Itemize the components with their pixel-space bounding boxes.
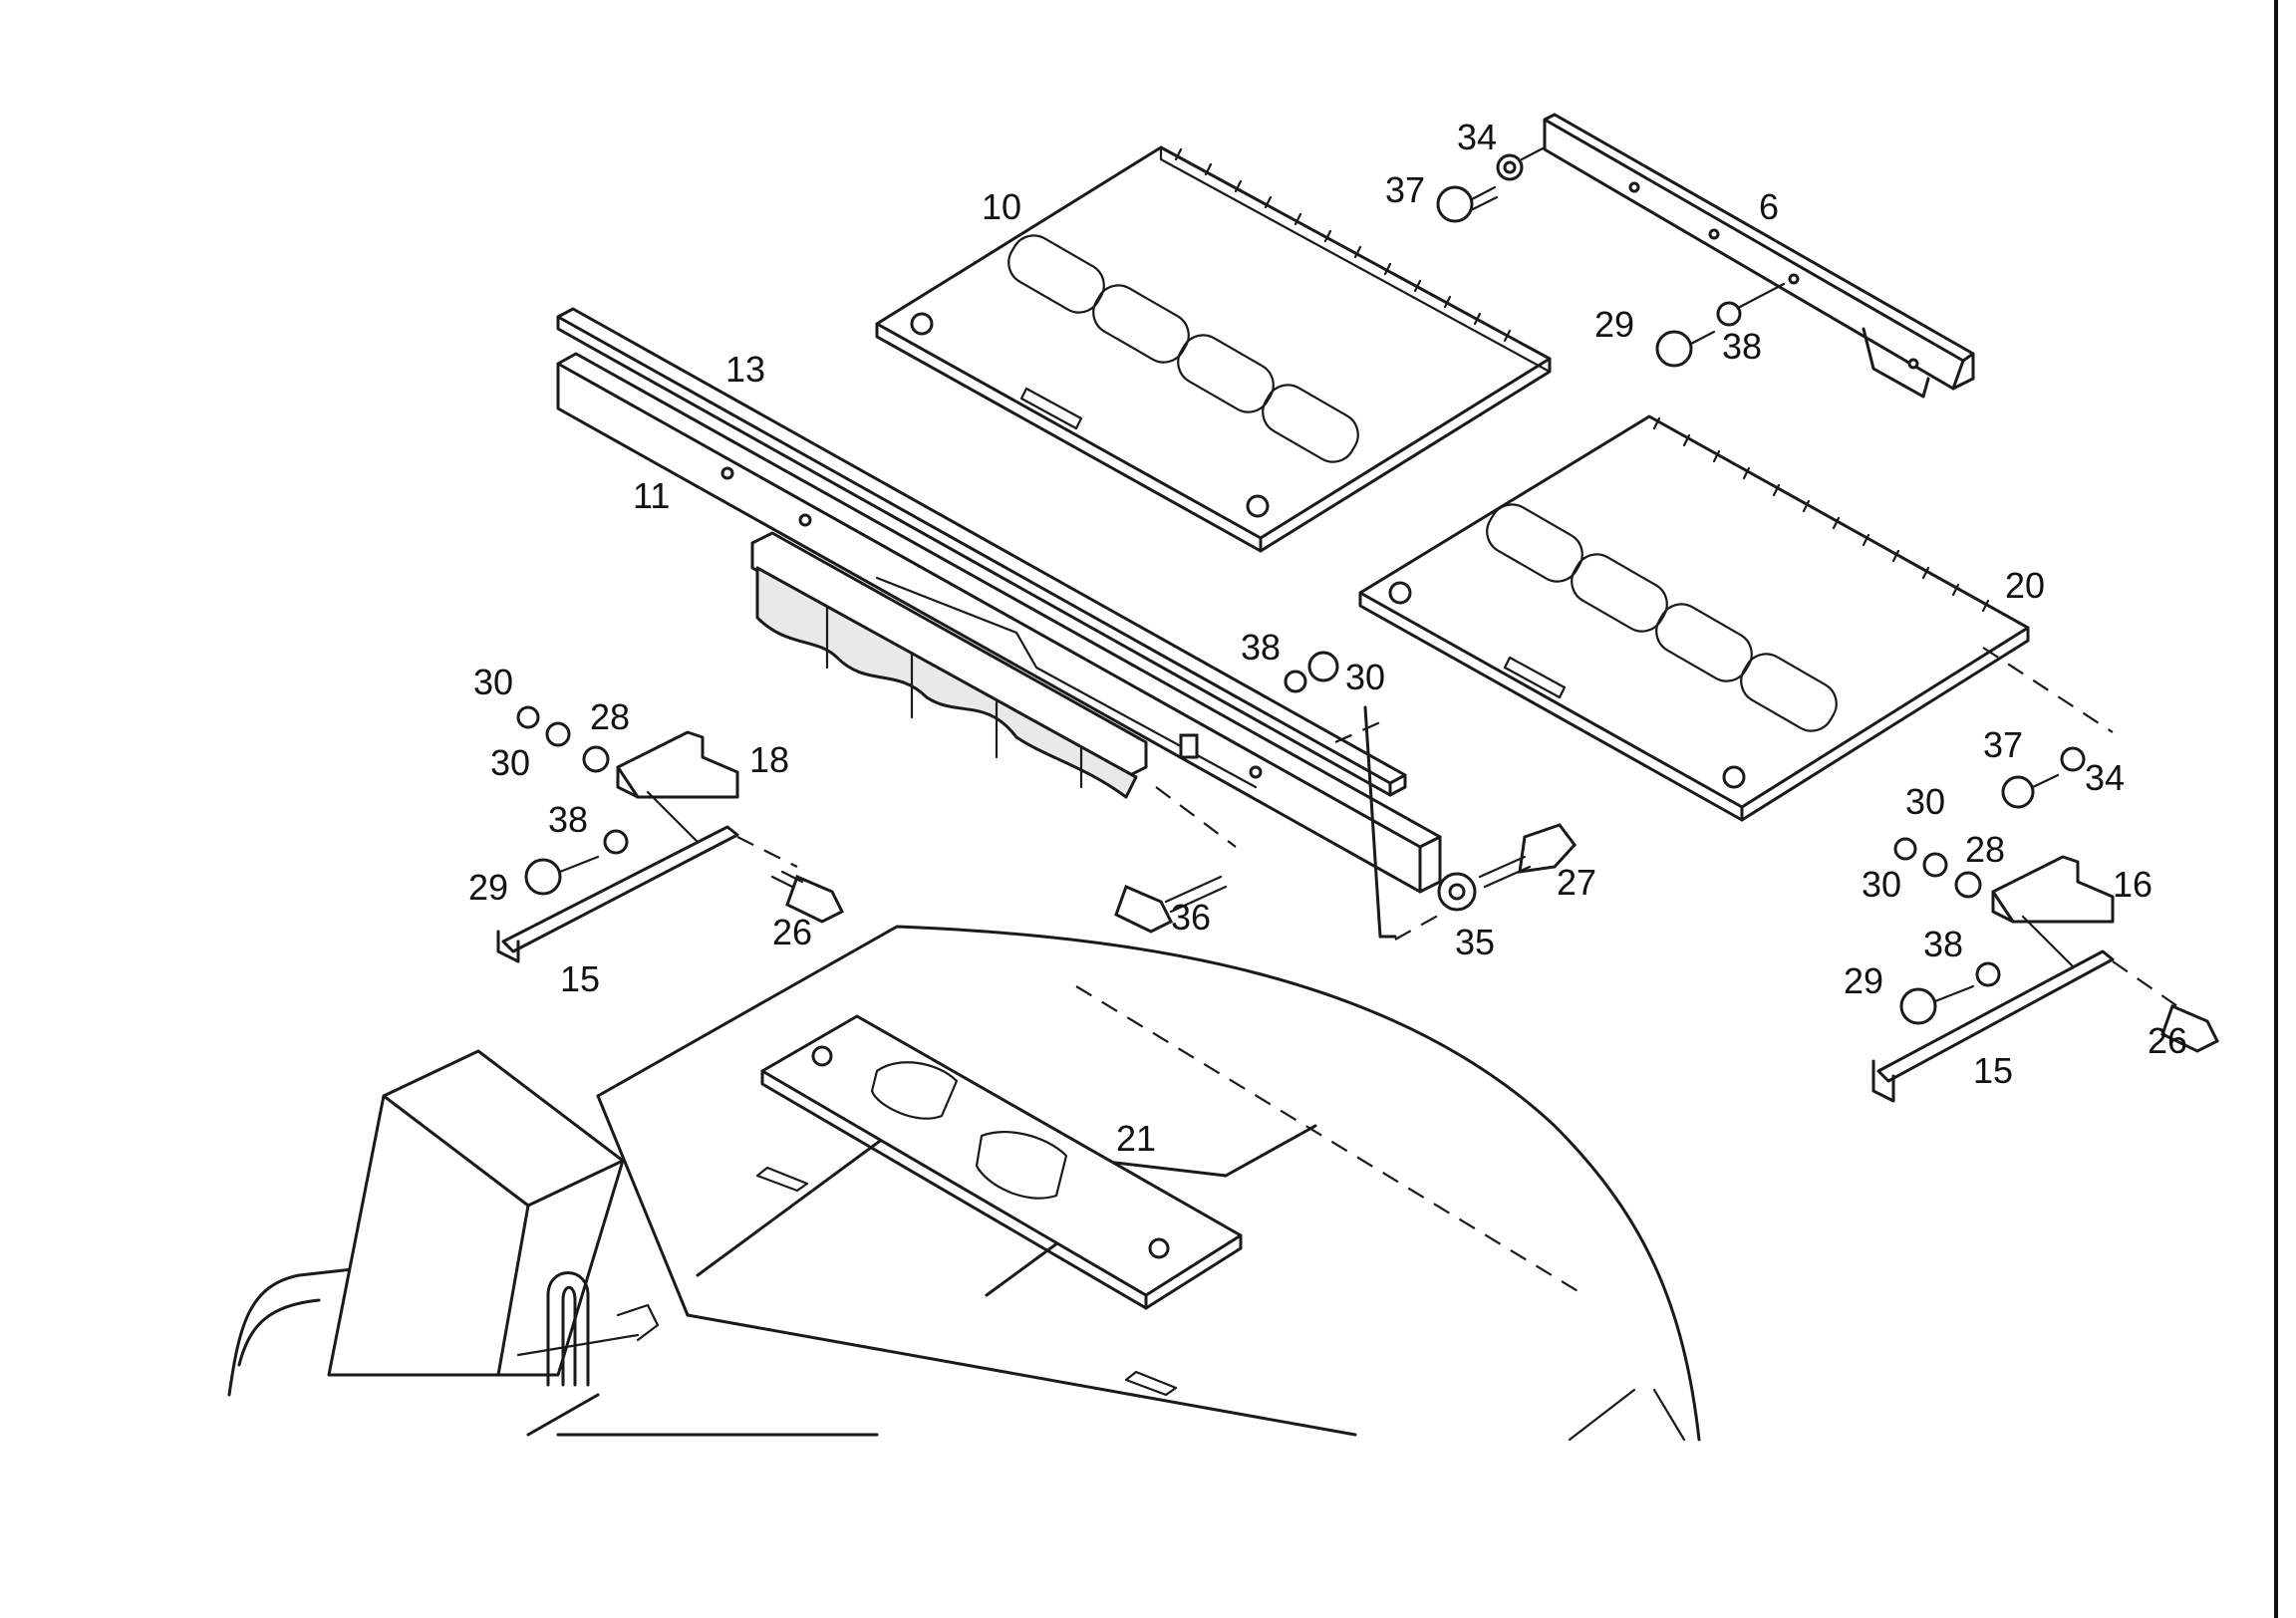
callout-15-right: 15 [1973,1050,2013,1091]
callout-29-left: 29 [468,867,508,908]
top-hardware [1436,145,1786,368]
callout-38-center: 38 [1241,627,1281,668]
machine-housing [227,925,1701,1442]
callout-11: 11 [633,475,670,516]
callout-34-top: 34 [1457,117,1497,157]
callout-16: 16 [2113,864,2152,905]
callout-38-right: 38 [1923,924,1963,964]
callout-10: 10 [982,186,1021,227]
callout-34-right: 34 [2085,757,2125,798]
right-mid-hardware [1982,647,2114,809]
part-11-rail [556,352,1442,894]
callout-26-left: 26 [772,912,812,952]
callout-30-center: 30 [1345,657,1385,697]
callout-28-right: 28 [1965,829,2005,870]
callout-18: 18 [749,739,789,780]
page-border-right [2274,0,2278,1618]
brush-assembly [750,531,1258,799]
center-hardware [1114,651,1577,941]
callout-37-right: 37 [1983,724,2023,765]
callout-29-top: 29 [1594,304,1634,345]
left-bracket-group [496,705,845,963]
callout-37-top: 37 [1385,169,1425,210]
callout-30-right-top: 30 [1905,781,1945,822]
callout-36: 36 [1171,897,1211,938]
callout-labels: 10 6 34 37 29 38 13 11 20 38 30 30 28 30… [468,117,2187,1159]
callout-30-left: 30 [490,742,530,783]
part-21-plate [760,1014,1243,1310]
callout-30-left-top: 30 [473,662,513,702]
callout-38-left: 38 [548,799,588,840]
callout-35: 35 [1455,922,1495,962]
right-bracket-group [1871,837,2220,1103]
part-13-rail [556,307,1407,797]
callout-29-right: 29 [1844,960,1883,1001]
callout-27: 27 [1557,862,1596,903]
callout-15-left: 15 [560,958,600,999]
callout-20: 20 [2005,565,2045,606]
part-10-panel [875,145,1552,553]
callout-38-top: 38 [1722,326,1762,367]
part-6-rail [1543,113,1975,399]
callout-13: 13 [725,349,765,390]
callout-30-right: 30 [1862,864,1901,905]
motor-box [327,1049,660,1387]
callout-28-left: 28 [590,696,630,737]
callout-6: 6 [1759,186,1779,227]
callout-21: 21 [1116,1118,1156,1159]
callout-26-right: 26 [2148,1020,2187,1061]
part-20-panel [1358,414,2030,822]
